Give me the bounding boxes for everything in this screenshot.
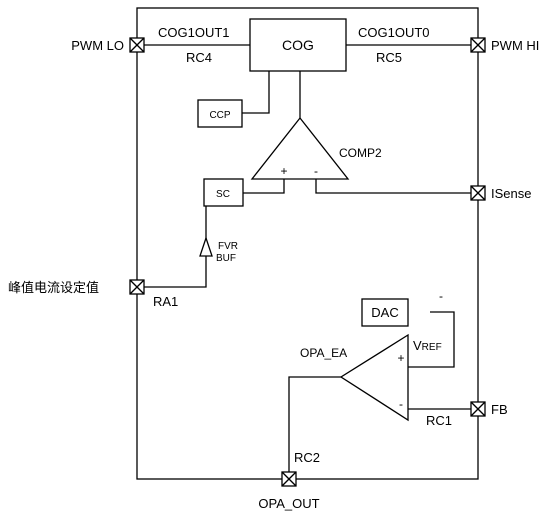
buf-label: BUF: [216, 253, 236, 264]
sc-block: [203, 178, 244, 207]
comp2-triangle: [250, 116, 350, 180]
comp2-label: COMP2: [339, 146, 382, 160]
cog-block: [249, 18, 347, 72]
cog1out0-label: COG1OUT0: [358, 25, 430, 40]
pin-pwm-hi-marker: [470, 37, 486, 53]
cog1out1-label: COG1OUT1: [158, 25, 230, 40]
opa-ea-triangle: [339, 333, 409, 422]
cog-label: COG: [282, 37, 314, 53]
opa-minus-label: -: [399, 397, 403, 411]
opa-out-label: OPA_OUT: [258, 496, 319, 511]
rc4-label: RC4: [186, 50, 212, 65]
peak-current-setpoint-label: 峰值电流设定值: [8, 280, 99, 295]
vref-sub: REF: [422, 342, 442, 353]
rc5-label: RC5: [376, 50, 402, 65]
comp2-minus-label: -: [314, 164, 318, 178]
opa-plus-label: +: [397, 351, 404, 365]
pin-isense-marker: [470, 185, 486, 201]
fvr-label: FVR: [218, 241, 238, 252]
rc2-label: RC2: [294, 450, 320, 465]
pin-fb-marker: [470, 401, 486, 417]
pin-opa-out-marker: [281, 471, 297, 487]
wire-ccp-cog: [242, 71, 270, 114]
comp2-plus-label: +: [280, 164, 287, 178]
fvr-buffer-triangle: [199, 235, 213, 257]
fb-label: FB: [491, 402, 508, 417]
vref-v: V: [413, 338, 422, 353]
rc1-label: RC1: [426, 413, 452, 428]
isense-label: ISense: [491, 186, 531, 201]
device-boundary: [136, 7, 479, 480]
pwm-hi-label: PWM HI: [491, 38, 539, 53]
dac-block: [361, 298, 409, 327]
wire-dac-opa: [408, 311, 455, 368]
vref-label: VREF: [413, 338, 442, 353]
pin-ra1-marker: [129, 279, 145, 295]
wire-sc-comp2: [243, 179, 285, 194]
ccp-block: [197, 99, 243, 128]
pin-pwm-lo-marker: [129, 37, 145, 53]
pwm-lo-label: PWM LO: [71, 38, 124, 53]
opa-ea-label: OPA_EA: [300, 346, 347, 360]
dac-minus-label: -: [439, 289, 443, 303]
ccp-label: CCP: [209, 110, 230, 121]
wire-isense-comp2: [315, 179, 478, 194]
ra1-label: RA1: [153, 294, 178, 309]
dac-label: DAC: [371, 305, 398, 320]
wire-ra1-sc: [137, 205, 207, 288]
sc-label: SC: [216, 189, 230, 200]
wire-opa-out: [288, 376, 341, 479]
